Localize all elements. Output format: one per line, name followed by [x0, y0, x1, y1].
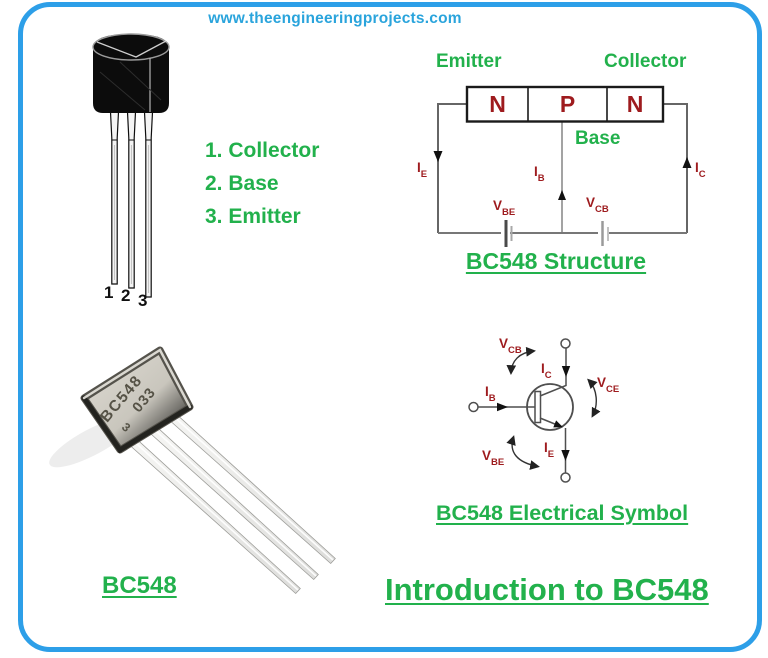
vcb-voltage-label: VCB	[586, 195, 609, 215]
photo-body-light-edge	[82, 348, 192, 409]
pin-number-3: 3	[138, 291, 148, 310]
vbe-arc	[506, 435, 540, 470]
ic-arrowhead-symbol	[561, 366, 571, 377]
transistor-symbol	[468, 338, 601, 483]
ic-subscript: C	[698, 168, 706, 180]
symbol-vce-main: V	[597, 375, 607, 390]
ic-symbol: I	[695, 160, 699, 175]
region-n-collector: N	[626, 90, 644, 117]
vcb-arc	[506, 346, 536, 375]
region-p-base: P	[559, 90, 576, 117]
ie-subscript: E	[420, 168, 428, 180]
emitter-terminal	[560, 472, 571, 483]
symbol-ic-sub: C	[544, 369, 552, 381]
emitter-wire	[437, 103, 467, 233]
ie-current-label: IE	[417, 160, 428, 180]
structure-base-label: Base	[575, 128, 621, 149]
ib-current-label: IB	[534, 164, 545, 184]
symbol-vce-sub: CE	[606, 383, 620, 395]
symbol-ib-main: I	[485, 384, 489, 399]
ie-symbol: I	[417, 160, 421, 175]
npn-box-dividers	[527, 87, 608, 122]
vbe-symbol: V	[493, 198, 503, 213]
symbol-heading: BC548 Electrical Symbol	[436, 501, 689, 525]
vce-arc	[587, 378, 601, 418]
symbol-collector-lead	[539, 348, 567, 397]
ic-arrowhead	[682, 157, 692, 168]
ib-arrowhead	[558, 190, 566, 200]
photo-body-dark-edge	[81, 395, 193, 454]
battery-vcb	[601, 221, 609, 246]
base-terminal	[468, 401, 479, 413]
page-title: Introduction to BC548	[385, 572, 709, 607]
symbol-vcb-sub: CB	[508, 344, 522, 356]
ie-arrowhead	[433, 151, 443, 162]
pinout-item-base: 2. Base	[205, 172, 279, 195]
symbol-ie-main: I	[544, 440, 548, 455]
collector-terminal	[560, 338, 571, 349]
pin-number-1: 1	[104, 283, 114, 302]
collector-wire	[663, 103, 688, 233]
vcb-subscript: CB	[595, 203, 609, 215]
vbe-voltage-label: VBE	[493, 198, 516, 218]
structure-emitter-label: Emitter	[436, 51, 502, 72]
symbol-vce-label: VCE	[597, 375, 620, 395]
to92-dome-outline	[92, 33, 170, 61]
to92-scratches	[99, 61, 162, 111]
symbol-vbe-main: V	[482, 448, 492, 463]
symbol-ie-label: IE	[544, 440, 555, 460]
vcb-symbol: V	[586, 195, 596, 210]
pinout-item-collector: 1. Collector	[205, 139, 320, 162]
symbol-vcb-label: VCB	[499, 336, 522, 356]
symbol-vcb-main: V	[499, 336, 509, 351]
to92-chamfer-line	[96, 40, 167, 58]
ib-arrowhead-symbol	[497, 402, 508, 412]
symbol-vbe-label: VBE	[482, 448, 505, 468]
ib-symbol: I	[534, 164, 538, 179]
battery-vbe	[504, 220, 513, 247]
symbol-ic-main: I	[541, 361, 545, 376]
border-frame	[18, 2, 762, 652]
ib-subscript: B	[537, 172, 545, 184]
symbol-vbe-sub: BE	[491, 456, 505, 468]
pinout-item-emitter: 3. Emitter	[205, 205, 301, 228]
vbe-subscript: BE	[502, 206, 516, 218]
npn-box	[465, 85, 665, 123]
to92-package-drawing	[92, 33, 170, 298]
photo-legs	[129, 407, 336, 595]
bc548-photo: BC548 033 3	[49, 346, 336, 595]
ie-arrowhead-symbol	[561, 450, 570, 461]
pinout-list: 1. Collector 2. Base 3. Emitter	[205, 134, 319, 233]
emitter-junction-arrowhead	[553, 420, 563, 428]
photo-caption: BC548	[102, 572, 177, 599]
npn-structure-wiring	[433, 85, 692, 247]
base-bar	[534, 390, 542, 424]
ic-current-label: IC	[695, 160, 706, 180]
pin-number-2: 2	[121, 286, 131, 305]
symbol-ie-sub: E	[547, 448, 555, 460]
structure-heading: BC548 Structure	[465, 248, 647, 274]
symbol-ic-label: IC	[541, 361, 552, 381]
symbol-ib-label: IB	[485, 384, 496, 404]
structure-collector-label: Collector	[604, 51, 687, 72]
symbol-ib-sub: B	[488, 392, 496, 404]
to92-legs	[109, 111, 154, 298]
website-url: www.theengineeringprojects.com	[208, 10, 462, 27]
region-n-emitter: N	[489, 90, 506, 117]
